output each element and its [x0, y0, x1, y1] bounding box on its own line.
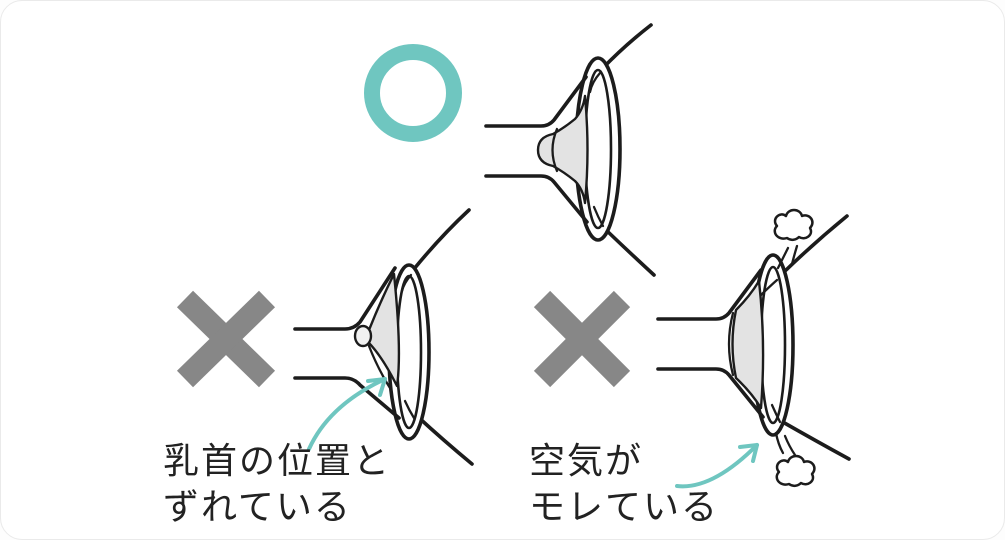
breast-contour-lower: [603, 227, 656, 277]
funnel-wall-bottom: [293, 376, 401, 420]
label-air-leak-line1: 空気が: [529, 440, 644, 481]
funnel-wall-bottom: [656, 367, 765, 419]
breast-contour-upper: [600, 23, 653, 71]
nipple-shade-centered: [536, 94, 589, 205]
flange-illustration-misaligned: [293, 208, 474, 466]
breast-contour-lower: [415, 414, 474, 466]
label-misaligned-line2: ずれている: [163, 486, 352, 527]
breast-seen-through-rim-top: [759, 278, 779, 297]
air-puff-bottom-icon: [775, 454, 816, 488]
label-misaligned-line1: 乳首の位置と: [163, 440, 392, 481]
breast-seen-through-rim-top: [400, 273, 413, 293]
correct-circle-mark-icon: [364, 44, 462, 142]
breast-contour-upper: [782, 214, 849, 274]
breast-seen-through-rim-bottom: [592, 205, 605, 228]
flange-rim-inner: [583, 68, 613, 230]
annotation-arrow-misaligned-icon: [307, 377, 387, 451]
breast-seen-through-rim-bottom: [403, 399, 416, 420]
flange-rim-inner: [395, 274, 423, 430]
label-air-leak-line2: モレている: [529, 486, 720, 527]
funnel-wall-bottom: [484, 174, 589, 224]
funnel-interior-line: [367, 344, 392, 390]
funnel-wall-top: [484, 75, 588, 128]
annotation-arrow-air-leak-icon: [675, 443, 759, 489]
air-flow-lines-bottom: [774, 431, 797, 457]
breast-contour-upper: [412, 208, 471, 271]
incorrect-cross-mark-icon: [176, 290, 276, 388]
air-flow-lines-top: [776, 244, 799, 270]
air-puff-top-icon: [773, 208, 814, 242]
breast-contour-lower: [779, 419, 851, 461]
flange-illustration-air-leak: [656, 208, 851, 488]
breast-seen-through-rim-top: [588, 71, 602, 94]
breast-seen-through-rim-bottom: [770, 403, 782, 424]
areola-arc: [727, 311, 735, 377]
areola-arc: [551, 127, 559, 173]
label-air-leak: 空気が モレている: [529, 438, 719, 530]
flange-illustration-correct: [484, 23, 656, 277]
incorrect-cross-mark-icon: [533, 290, 631, 388]
funnel-wall-top: [656, 268, 763, 321]
label-misaligned: 乳首の位置と ずれている: [163, 438, 391, 530]
funnel-wall-top: [293, 266, 397, 331]
nipple-shade-centered: [731, 279, 765, 410]
nipple-tip-pressed: [353, 324, 373, 348]
